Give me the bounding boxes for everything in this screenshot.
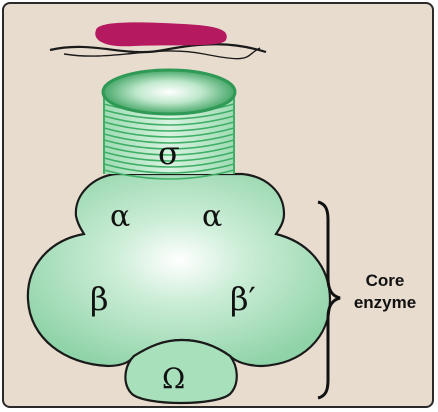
core-enzyme-label-line1: Core (365, 271, 405, 290)
omega-label: Ω (162, 362, 185, 395)
core-enzyme-body (26, 172, 332, 368)
sigma-rings (103, 103, 235, 180)
dna-strand-secondary (63, 47, 261, 60)
alpha-right-label: α (202, 199, 222, 234)
sigma-top (101, 68, 237, 116)
core-enzyme-label: Core enzyme (340, 270, 430, 314)
alpha-left-label: α (110, 199, 130, 234)
sigma-label: σ (158, 134, 180, 172)
diagram-frame: σ α α β β′ Ω Core enzyme (2, 2, 434, 408)
beta-label: β (90, 280, 109, 318)
core-enzyme-brace (317, 200, 341, 400)
promoter-mark (95, 22, 227, 47)
core-enzyme-label-line2: enzyme (353, 293, 417, 312)
omega-subunit (124, 338, 238, 405)
dna-strand (49, 43, 267, 54)
beta-prime-label: β′ (230, 280, 256, 318)
rna-polymerase-diagram: σ α α β β′ Ω (26, 22, 341, 405)
